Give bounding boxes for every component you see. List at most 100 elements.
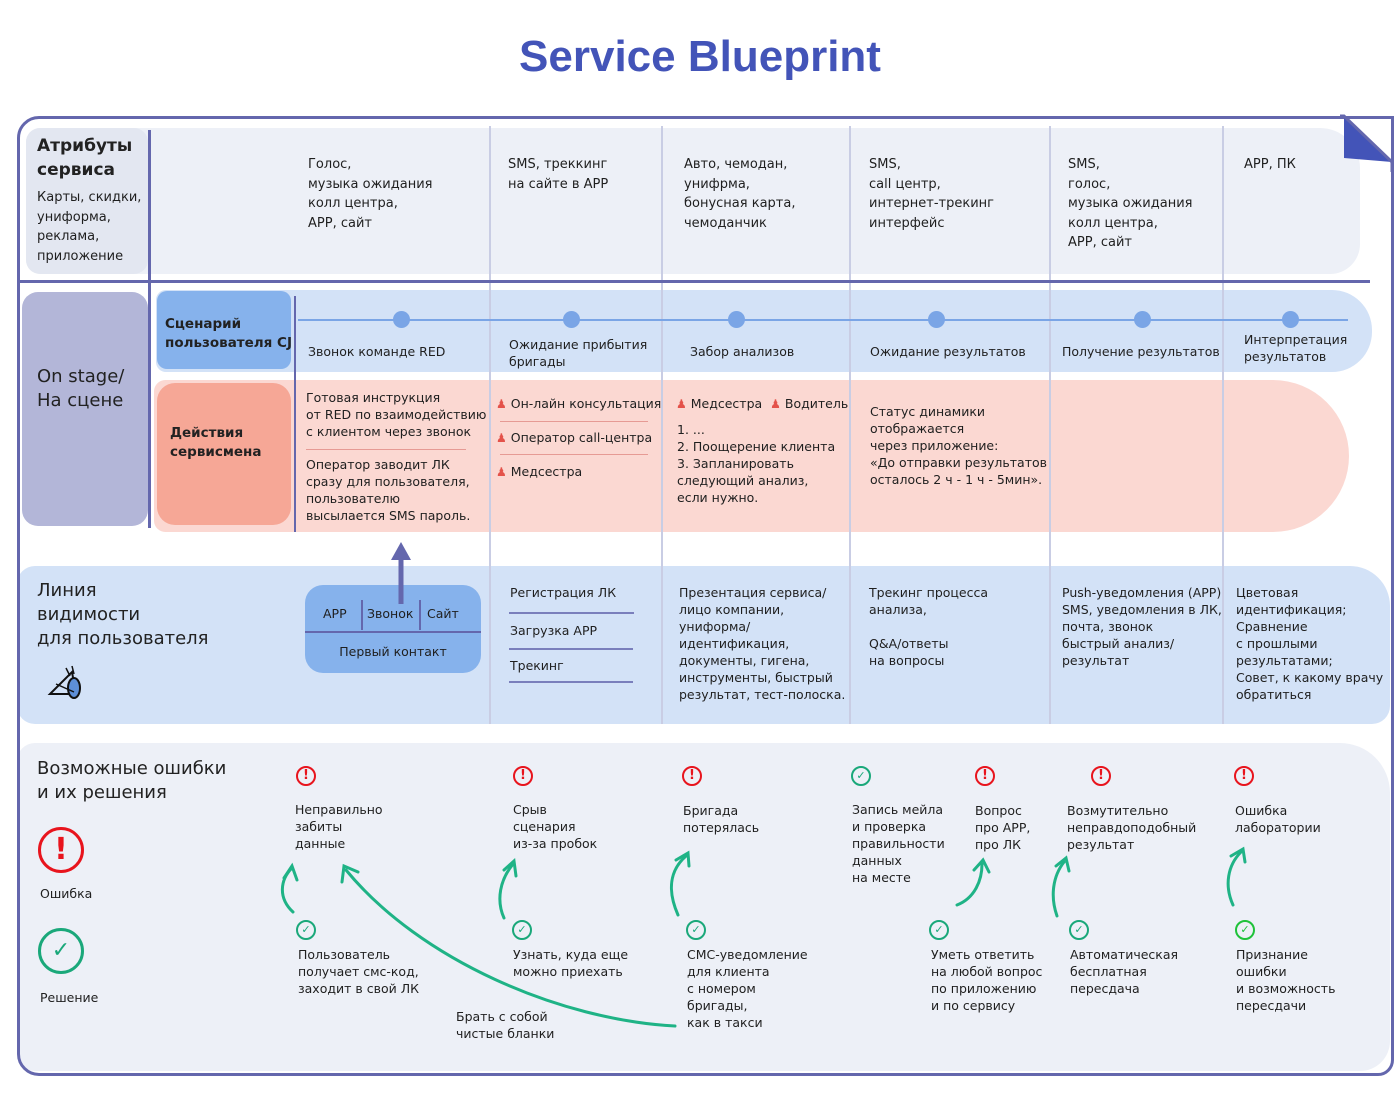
visibility-heading: Линия видимости для пользователя xyxy=(37,580,209,649)
solution-text: Признание ошибки и возможность пересдачи xyxy=(1236,947,1336,1013)
person-icon: ♟ xyxy=(770,397,781,411)
solution-icon: ✓ xyxy=(512,920,532,940)
error-icon: ! xyxy=(1234,766,1254,786)
action-role-label: Медсестра xyxy=(510,464,583,479)
cj-step: Интерпретация результатов xyxy=(1244,332,1348,364)
error-icon: ! xyxy=(682,766,702,786)
timeline-dot xyxy=(1282,311,1299,328)
visibility-item: Цветовая идентификация; Сравнение с прош… xyxy=(1236,585,1384,702)
action-role-label: Он-лайн консультация xyxy=(510,396,662,411)
issue-text: Запись мейла и проверка правильности дан… xyxy=(852,802,945,885)
first-contact-box xyxy=(305,585,481,673)
visibility-item: Регистрация ЛК xyxy=(510,585,617,600)
error-icon: ! xyxy=(975,766,995,786)
blueprint-frame xyxy=(17,116,1394,1076)
channel-call: Звонок xyxy=(367,606,414,621)
column-divider xyxy=(489,126,491,724)
label-divider xyxy=(148,130,151,528)
attributes-band xyxy=(26,128,1360,274)
solution-icon: ✓ xyxy=(296,920,316,940)
arrowhead xyxy=(972,857,991,874)
attribute-cell: Авто, чемодан, унифрма, бонусная карта, … xyxy=(684,157,796,231)
solution-arrow xyxy=(670,854,688,917)
solution-icon: ✓ xyxy=(929,920,949,940)
cj-step: Ожидание результатов xyxy=(870,344,1026,359)
solution-text: СМС-уведомление для клиента с номером бр… xyxy=(687,947,808,1030)
visibility-item: Push-уведомления (APP) SMS, уведомления … xyxy=(1062,585,1222,668)
action-divider xyxy=(500,421,648,422)
column-divider xyxy=(1049,126,1051,724)
solution-arrow xyxy=(1051,860,1066,918)
timeline-dot xyxy=(563,311,580,328)
solution-icon: ✓ xyxy=(686,920,706,940)
visibility-divider xyxy=(509,681,633,683)
cj-label: Сценарий пользователя CJ xyxy=(165,316,292,351)
solution-icon: ✓ xyxy=(1069,920,1089,940)
error-legend-label: Ошибка xyxy=(40,886,93,901)
action-text: Статус динамики отображается через прило… xyxy=(870,404,1048,487)
visibility-band xyxy=(17,566,1390,724)
arrowhead xyxy=(1054,855,1071,873)
errors-band xyxy=(17,743,1390,1071)
issue-text: Ошибка лаборатории xyxy=(1235,803,1321,835)
cj-step: Получение результатов xyxy=(1062,344,1220,359)
first-contact-divider xyxy=(305,631,481,633)
first-contact-label: Первый контакт xyxy=(339,644,447,659)
solution-legend-icon: ✓ xyxy=(38,928,84,974)
column-divider xyxy=(1222,126,1224,724)
action-divider xyxy=(500,454,648,455)
on-stage-label-box xyxy=(22,292,148,526)
timeline-dot xyxy=(928,311,945,328)
visibility-item: Трекинг процесса анализа, Q&A/ответы на … xyxy=(869,585,989,668)
visibility-item: Презентация сервиса/ лицо компании, униф… xyxy=(679,585,846,702)
issue-text: Бригада потерялась xyxy=(683,803,760,835)
cj-divider xyxy=(294,296,296,532)
person-icon: ♟ xyxy=(496,465,507,479)
timeline-dot xyxy=(1134,311,1151,328)
attributes-subtext: Карты, скидки, униформа, реклама, прилож… xyxy=(37,190,142,264)
action-role-label: Водитель xyxy=(784,396,849,411)
errors-heading: Возможные ошибки и их решения xyxy=(37,758,227,803)
error-icon: ! xyxy=(296,766,316,786)
attribute-cell: APP, ПК xyxy=(1244,157,1296,172)
error-icon: ! xyxy=(513,766,533,786)
visibility-divider xyxy=(509,612,634,614)
arrowhead xyxy=(674,850,691,868)
arrow-up-icon xyxy=(391,542,411,604)
action-text: Готовая инструкция от RED по взаимодейст… xyxy=(306,390,487,439)
timeline-dot xyxy=(728,311,745,328)
solution-text: Пользователь получает смс-код, заходит в… xyxy=(298,947,419,996)
cj-label-box xyxy=(157,291,291,369)
eye-icon xyxy=(47,665,81,699)
timeline-dot xyxy=(393,311,410,328)
attribute-cell: Голос, музыка ожидания колл центра, APP,… xyxy=(308,157,433,231)
cj-timeline xyxy=(298,319,1348,321)
action-role-label: Медсестра xyxy=(690,396,763,411)
solution-icon: ✓ xyxy=(1235,920,1255,940)
channel-site: Сайт xyxy=(427,606,459,621)
action-text: 1. ... 2. Поощерение клиента 3. Запланир… xyxy=(677,422,836,505)
cj-step: Забор анализов xyxy=(690,344,795,359)
error-icon: ! xyxy=(1091,766,1111,786)
column-divider xyxy=(661,126,663,724)
cj-band xyxy=(156,290,1372,372)
action-role: ♟ Медсестра xyxy=(496,463,582,481)
attributes-divider xyxy=(20,280,1370,283)
arrowhead xyxy=(502,857,518,878)
channel-divider xyxy=(361,600,363,630)
attributes-heading: Атрибуты сервиса xyxy=(37,136,133,180)
solution-arrow xyxy=(955,862,984,907)
on-stage-heading: On stage/ На сцене xyxy=(37,366,125,411)
action-role-label: Оператор call-центра xyxy=(510,430,653,445)
person-icon: ♟ xyxy=(496,397,507,411)
person-icon: ♟ xyxy=(496,431,507,445)
visibility-item: Загрузка APP xyxy=(510,623,598,638)
issue-text: Возмутительно неправдоподобный результат xyxy=(1067,803,1197,852)
action-role: ♟ Он-лайн консультация xyxy=(496,395,661,413)
action-text: Оператор заводит ЛК сразу для пользовате… xyxy=(306,457,471,523)
cj-step: Ожидание прибытия бригады xyxy=(509,337,648,369)
attribute-cell: SMS, треккинг на сайте в APP xyxy=(508,157,609,192)
solution-arrow xyxy=(1226,850,1243,907)
solution-arrow xyxy=(344,868,677,1028)
